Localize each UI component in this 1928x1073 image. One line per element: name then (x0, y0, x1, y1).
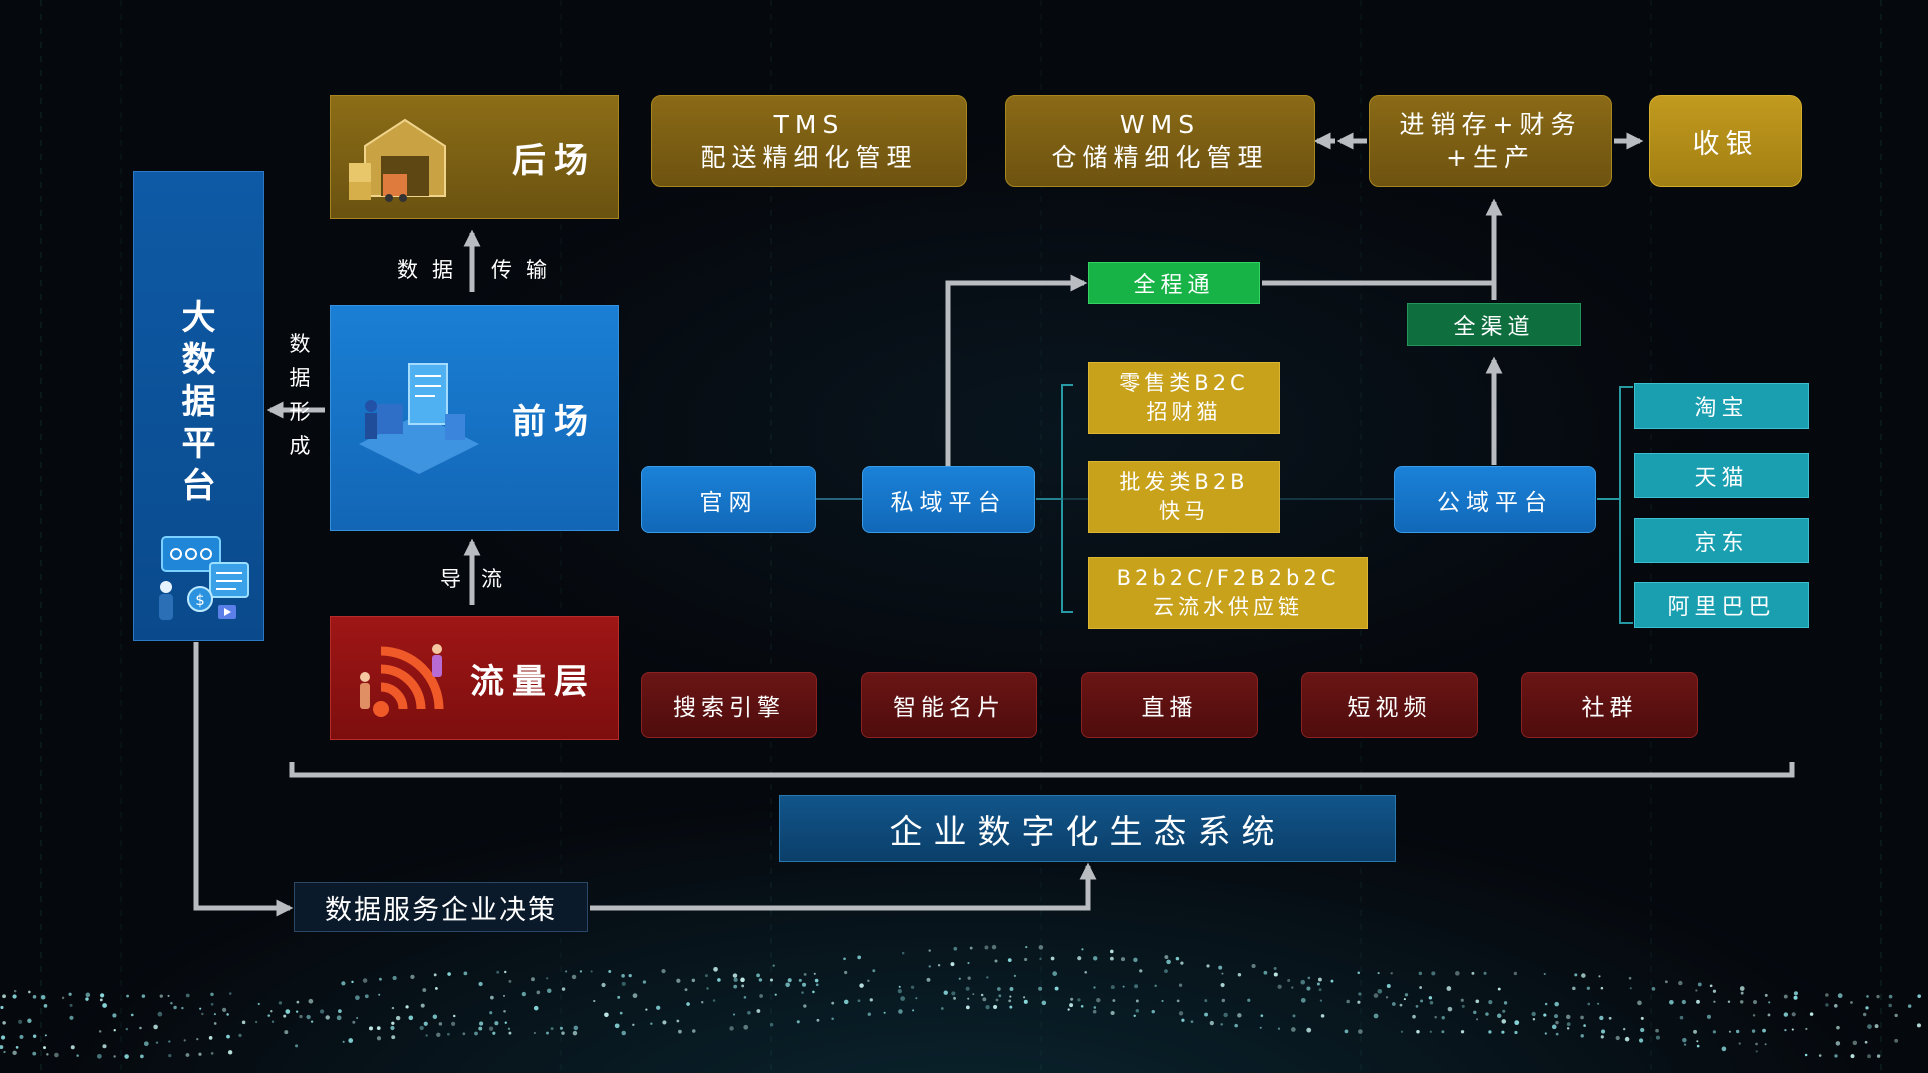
storefront-isometric-icon (349, 354, 489, 484)
big-data-platform-panel: 大 数 据 平 台 $ (133, 171, 264, 641)
cashier-box: 收银 (1649, 95, 1802, 187)
traffic-source-short-video: 短视频 (1301, 672, 1478, 738)
private-channel-retail-label: 零售类B2C 招财猫 (1119, 369, 1248, 427)
arrow-private-to-quanchengtong (948, 283, 1084, 466)
cashier-label: 收银 (1693, 122, 1759, 161)
private-channel-wholesale: 批发类B2B 快马 (1088, 461, 1280, 533)
ecosystem-bracket (292, 762, 1792, 775)
public-channel-tmall: 天猫 (1634, 453, 1809, 498)
frontstage-panel: 前场 (330, 305, 619, 531)
public-platform-box: 公域平台 (1394, 466, 1596, 533)
bracket-public-channels (1620, 387, 1633, 623)
wms-box: WMS 仓储精细化管理 (1005, 95, 1315, 187)
arrow-decision-to-ecosystem (590, 866, 1088, 908)
public-channel-taobao: 淘宝 (1634, 383, 1809, 429)
label-guide-flow: 导流 (440, 563, 522, 593)
traffic-source-live: 直播 (1081, 672, 1258, 738)
traffic-source-search-label: 搜索引擎 (673, 688, 785, 722)
tms-box: TMS 配送精细化管理 (651, 95, 967, 187)
public-channel-taobao-label: 淘宝 (1694, 390, 1748, 422)
frontstage-title: 前场 (512, 394, 596, 443)
private-channel-supply-chain-label: B2b2C/F2B2b2C 云流水供应链 (1117, 564, 1340, 622)
traffic-source-community: 社群 (1521, 672, 1698, 738)
ecosystem-box: 企业数字化生态系统 (779, 795, 1396, 862)
traffic-layer-title: 流量层 (470, 654, 596, 703)
tms-label: TMS 配送精细化管理 (700, 108, 917, 174)
private-platform-label: 私域平台 (891, 483, 1007, 517)
traffic-source-card-label: 智能名片 (893, 688, 1005, 722)
wms-label: WMS 仓储精细化管理 (1051, 108, 1268, 174)
public-channel-jd: 京东 (1634, 518, 1809, 563)
public-channel-tmall-label: 天猫 (1694, 460, 1748, 492)
traffic-source-card: 智能名片 (861, 672, 1037, 738)
private-channel-wholesale-label: 批发类B2B 快马 (1119, 468, 1248, 526)
official-site-box: 官网 (641, 466, 816, 533)
label-data: 数据 (397, 254, 467, 284)
quanqudao-box: 全渠道 (1407, 303, 1581, 346)
big-data-platform-title: 大 数 据 平 台 (182, 297, 216, 507)
ecosystem-label: 企业数字化生态系统 (890, 805, 1286, 853)
traffic-source-community-label: 社群 (1582, 688, 1638, 722)
data-analytics-icon: $ (144, 531, 254, 640)
backstage-title: 后场 (512, 133, 596, 182)
public-channel-jd-label: 京东 (1694, 525, 1748, 557)
traffic-source-search: 搜索引擎 (641, 672, 817, 738)
label-transmission: 传输 (491, 254, 561, 284)
traffic-signal-icon (351, 629, 461, 729)
private-channel-retail: 零售类B2C 招财猫 (1088, 362, 1280, 434)
private-channel-supply-chain: B2b2C/F2B2b2C 云流水供应链 (1088, 557, 1368, 629)
inventory-finance-box: 进销存+财务 +生产 (1369, 95, 1612, 187)
public-channel-alibaba-label: 阿里巴巴 (1667, 589, 1775, 621)
arrow-bigdata-to-decision (196, 642, 290, 908)
quanchengtong-label: 全程通 (1133, 267, 1214, 299)
quanqudao-label: 全渠道 (1453, 309, 1534, 341)
public-channel-alibaba: 阿里巴巴 (1634, 582, 1809, 628)
traffic-layer-panel: 流量层 (330, 616, 619, 740)
svg-text:$: $ (195, 591, 205, 609)
label-data-formation: 数 据 形 成 (288, 327, 312, 463)
public-platform-label: 公域平台 (1437, 483, 1553, 517)
official-site-label: 官网 (700, 483, 758, 517)
backstage-panel: 后场 (330, 95, 619, 219)
traffic-source-short-video-label: 短视频 (1348, 688, 1432, 722)
warehouse-icon (345, 108, 465, 208)
inventory-finance-label: 进销存+财务 +生产 (1400, 108, 1582, 174)
traffic-source-live-label: 直播 (1142, 688, 1198, 722)
private-platform-box: 私域平台 (862, 466, 1035, 533)
particle-wave-decoration (0, 903, 1928, 1073)
quanchengtong-box: 全程通 (1088, 262, 1260, 304)
